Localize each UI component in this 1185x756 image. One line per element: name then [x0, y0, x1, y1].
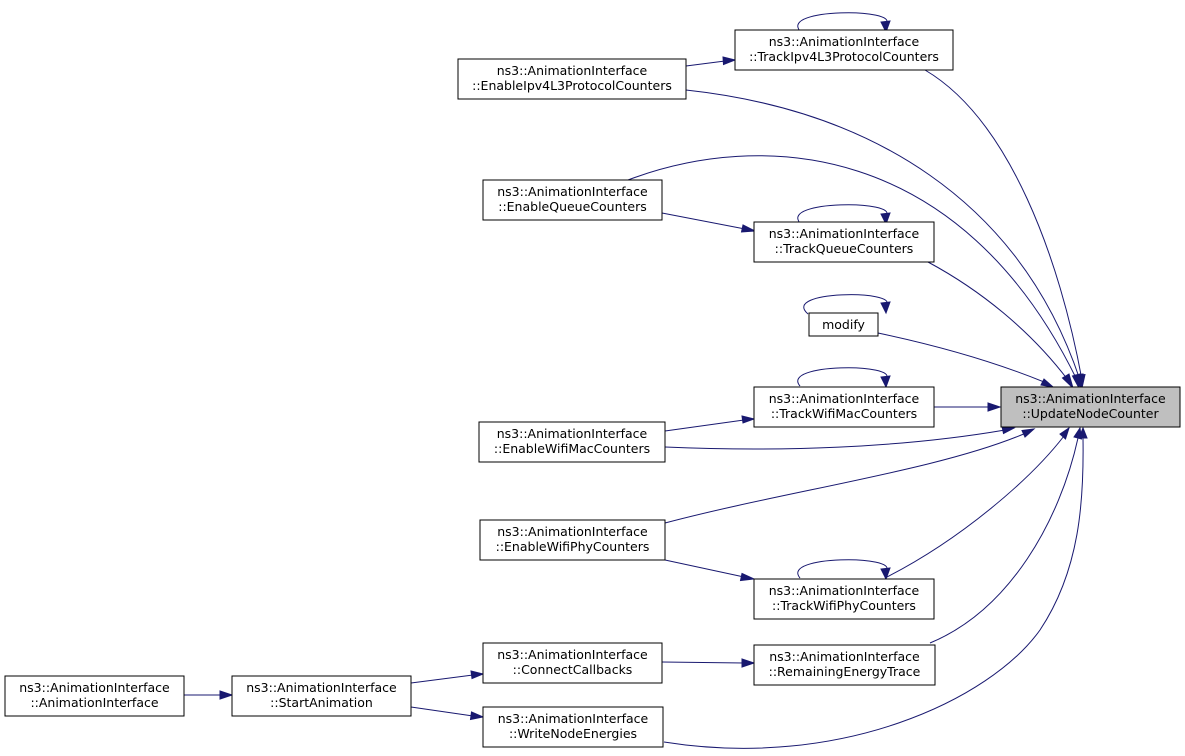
- edge-enable-wifi-phy-to-update: [664, 428, 1036, 524]
- svg-text:::TrackWifiPhyCounters: ::TrackWifiPhyCounters: [772, 598, 916, 613]
- node-enable-ipv4-counters[interactable]: ns3::AnimationInterface ::EnableIpv4L3Pr…: [457, 58, 687, 100]
- svg-text:ns3::AnimationInterface: ns3::AnimationInterface: [769, 391, 920, 406]
- edge-track-queue-to-update: [927, 261, 1074, 390]
- edge-enable-queue-to-update: [627, 155, 1081, 390]
- svg-text:::ConnectCallbacks: ::ConnectCallbacks: [513, 662, 633, 677]
- node-track-queue-counters[interactable]: ns3::AnimationInterface ::TrackQueueCoun…: [753, 221, 935, 263]
- edge-track-ipv4-self: [797, 12, 891, 34]
- node-remaining-energy-trace[interactable]: ns3::AnimationInterface ::RemainingEnerg…: [753, 644, 936, 686]
- svg-text:ns3::AnimationInterface: ns3::AnimationInterface: [769, 649, 920, 664]
- node-update-node-counter[interactable]: ns3::AnimationInterface ::UpdateNodeCoun…: [1000, 386, 1181, 428]
- svg-text:ns3::AnimationInterface: ns3::AnimationInterface: [497, 524, 648, 539]
- svg-text:ns3::AnimationInterface: ns3::AnimationInterface: [19, 680, 170, 695]
- edge-start-animation-to-connect-callbacks: [410, 670, 485, 684]
- node-track-wifi-mac-counters[interactable]: ns3::AnimationInterface ::TrackWifiMacCo…: [753, 386, 935, 428]
- svg-text:ns3::AnimationInterface: ns3::AnimationInterface: [246, 680, 397, 695]
- edge-animation-interface-to-start-animation: [184, 690, 234, 700]
- edge-enable-wifi-phy-to-track-wifi-phy: [664, 559, 756, 582]
- edge-connect-callbacks-to-remaining-energy: [661, 658, 756, 668]
- svg-text:::TrackQueueCounters: ::TrackQueueCounters: [775, 241, 914, 256]
- svg-text:modify: modify: [822, 317, 865, 332]
- node-track-wifi-phy-counters[interactable]: ns3::AnimationInterface ::TrackWifiPhyCo…: [753, 578, 935, 620]
- edge-track-wifi-mac-self: [797, 367, 891, 389]
- node-modify[interactable]: modify: [808, 312, 879, 337]
- svg-text:ns3::AnimationInterface: ns3::AnimationInterface: [769, 583, 920, 598]
- edge-start-animation-to-write-node-energies: [410, 706, 485, 721]
- edge-track-wifi-mac-to-update: [933, 402, 1002, 412]
- svg-text:ns3::AnimationInterface: ns3::AnimationInterface: [497, 647, 648, 662]
- svg-text:::TrackWifiMacCounters: ::TrackWifiMacCounters: [771, 406, 917, 421]
- node-enable-wifi-mac-counters[interactable]: ns3::AnimationInterface ::EnableWifiMacC…: [478, 421, 666, 463]
- svg-text:ns3::AnimationInterface: ns3::AnimationInterface: [769, 34, 920, 49]
- edge-track-wifi-phy-self: [797, 559, 891, 581]
- edge-track-ipv4-to-update: [924, 69, 1086, 390]
- node-enable-wifi-phy-counters[interactable]: ns3::AnimationInterface ::EnableWifiPhyC…: [479, 519, 666, 561]
- edge-track-queue-self: [797, 204, 891, 226]
- svg-text:::EnableWifiPhyCounters: ::EnableWifiPhyCounters: [496, 539, 650, 554]
- node-track-ipv4-counters[interactable]: ns3::AnimationInterface ::TrackIpv4L3Pro…: [734, 29, 954, 71]
- svg-text:ns3::AnimationInterface: ns3::AnimationInterface: [498, 711, 649, 726]
- svg-text:::EnableQueueCounters: ::EnableQueueCounters: [498, 199, 647, 214]
- svg-text:ns3::AnimationInterface: ns3::AnimationInterface: [497, 184, 648, 199]
- edge-track-wifi-phy-to-update: [884, 426, 1070, 579]
- edge-write-node-energies-to-update: [663, 426, 1088, 749]
- svg-text:::StartAnimation: ::StartAnimation: [270, 695, 373, 710]
- svg-text:::UpdateNodeCounter: ::UpdateNodeCounter: [1022, 406, 1159, 421]
- svg-text:::AnimationInterface: ::AnimationInterface: [30, 695, 158, 710]
- edge-modify-to-update: [877, 332, 1055, 388]
- edge-enable-wifi-mac-to-track-wifi-mac: [664, 415, 756, 432]
- node-connect-callbacks[interactable]: ns3::AnimationInterface ::ConnectCallbac…: [482, 642, 663, 684]
- edge-modify-self: [803, 294, 891, 315]
- svg-text:ns3::AnimationInterface: ns3::AnimationInterface: [769, 226, 920, 241]
- node-write-node-energies[interactable]: ns3::AnimationInterface ::WriteNodeEnerg…: [482, 706, 664, 748]
- node-enable-queue-counters[interactable]: ns3::AnimationInterface ::EnableQueueCou…: [482, 179, 663, 221]
- svg-text:ns3::AnimationInterface: ns3::AnimationInterface: [497, 426, 648, 441]
- svg-text:ns3::AnimationInterface: ns3::AnimationInterface: [1015, 391, 1166, 406]
- edge-enable-wifi-mac-to-update: [664, 425, 1016, 450]
- svg-text:::TrackIpv4L3ProtocolCounters: ::TrackIpv4L3ProtocolCounters: [749, 49, 939, 64]
- svg-text:::RemainingEnergyTrace: ::RemainingEnergyTrace: [769, 664, 921, 679]
- svg-text:ns3::AnimationInterface: ns3::AnimationInterface: [497, 63, 648, 78]
- edge-remaining-energy-to-update: [929, 426, 1083, 644]
- edge-enable-queue-to-track-queue: [661, 212, 757, 233]
- node-start-animation[interactable]: ns3::AnimationInterface ::StartAnimation: [231, 675, 412, 717]
- svg-text:::WriteNodeEnergies: ::WriteNodeEnergies: [509, 726, 637, 741]
- svg-text:::EnableIpv4L3ProtocolCounters: ::EnableIpv4L3ProtocolCounters: [472, 78, 672, 93]
- svg-text:::EnableWifiMacCounters: ::EnableWifiMacCounters: [494, 441, 650, 456]
- node-animation-interface[interactable]: ns3::AnimationInterface ::AnimationInter…: [4, 675, 185, 717]
- edge-enable-ipv4-to-track-ipv4: [685, 56, 737, 67]
